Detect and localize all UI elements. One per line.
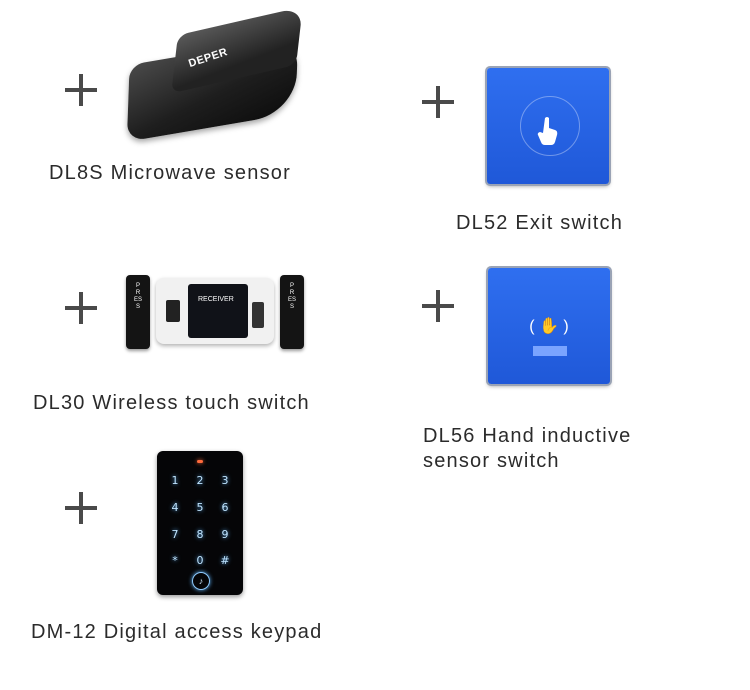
dl30-wireless-touch-switch-image: PRESS RECEIVER PRESS <box>126 272 306 352</box>
dl52-exit-switch-image <box>487 68 609 184</box>
keypad-key: 7 <box>171 528 179 541</box>
keypad-key: 2 <box>196 474 204 487</box>
hand-pointer-icon <box>537 117 558 145</box>
keypad-key: 5 <box>196 501 204 514</box>
plus-icon <box>422 86 454 118</box>
dl56-caption-line1: DL56 Hand inductive <box>423 425 632 447</box>
keypad-key: 3 <box>221 474 229 487</box>
dl30-caption: DL30 Wireless touch switch <box>33 392 310 414</box>
plus-icon <box>65 292 97 324</box>
plus-icon <box>65 74 97 106</box>
dm12-caption: DM-12 Digital access keypad <box>31 621 323 643</box>
keypad-key: 0 <box>196 554 204 567</box>
keypad-key: 4 <box>171 501 179 514</box>
keypad-key: # <box>220 554 230 567</box>
bell-icon: ♪ <box>192 572 210 590</box>
hand-wave-icon: ( ✋ ) <box>529 318 569 335</box>
dl56-hand-sensor-switch-image: ( ✋ ) <box>488 268 610 384</box>
status-led <box>197 460 203 463</box>
dl8s-sensor-image: DEPER <box>126 6 305 150</box>
dl52-caption: DL52 Exit switch <box>456 212 624 234</box>
keypad-key: 1 <box>171 474 179 487</box>
keypad-key: 6 <box>221 501 229 514</box>
plus-icon <box>65 492 97 524</box>
keypad-key: 8 <box>196 528 204 541</box>
dm12-keypad-image: 1 2 3 4 5 6 7 8 9 * 0 # ♪ <box>157 451 243 595</box>
dl56-caption-line2: sensor switch <box>423 450 560 472</box>
plus-icon <box>422 290 454 322</box>
dl8s-caption: DL8S Microwave sensor <box>49 162 291 184</box>
keypad-key: 9 <box>221 528 229 541</box>
keypad-key: * <box>172 554 178 567</box>
